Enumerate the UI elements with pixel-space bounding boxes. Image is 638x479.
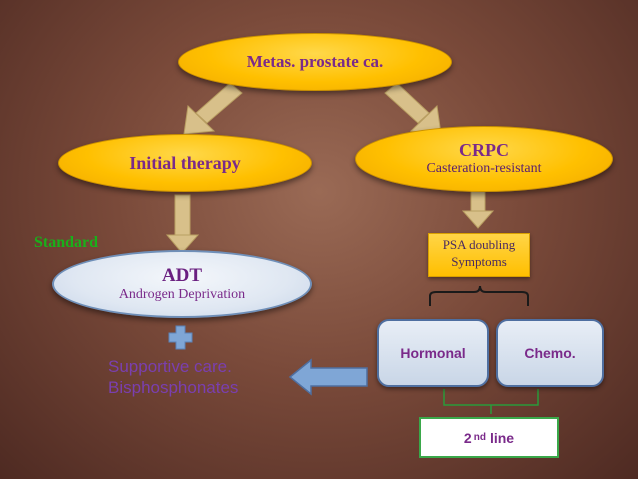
node-crpc-sub: Casteration-resistant	[426, 160, 542, 176]
node-adt: ADT Androgen Deprivation	[52, 250, 312, 318]
brace-icon	[429, 285, 529, 306]
node-second-line: 2 nd line	[419, 417, 559, 458]
supportive-care-text: Supportive care. Bisphosphonates	[108, 356, 238, 398]
plus-icon	[168, 325, 193, 350]
second-line-number: 2	[463, 429, 472, 446]
node-metastatic-prostate-cancer: Metas. prostate ca.	[178, 33, 452, 91]
psa-box: PSA doubling Symptoms	[428, 233, 530, 277]
arrow-top-to-initial	[183, 82, 243, 135]
arrow-initial-to-adt	[165, 194, 200, 254]
second-line-suffix: nd	[473, 432, 486, 443]
supportive-line2: Bisphosphonates	[108, 378, 239, 397]
node-hormonal-label: Hormonal	[400, 345, 466, 361]
node-top-label: Metas. prostate ca.	[246, 52, 384, 72]
second-line-word: line	[489, 429, 515, 446]
node-adt-label: ADT	[161, 264, 203, 286]
arrow-to-supportive	[288, 358, 368, 396]
arrow-top-to-crpc	[384, 82, 442, 135]
arrow-crpc-to-psa	[461, 190, 495, 229]
node-crpc-label: CRPC	[459, 140, 509, 161]
standard-label: Standard	[34, 234, 99, 251]
bracket-to-second-line	[443, 389, 539, 414]
node-initial-therapy: Initial therapy	[58, 134, 312, 192]
node-crpc: CRPC Casteration-resistant	[355, 126, 613, 192]
node-chemo-label: Chemo.	[524, 345, 576, 361]
node-adt-sub: Androgen Deprivation	[118, 286, 246, 302]
supportive-line1: Supportive care.	[108, 357, 232, 376]
node-chemo: Chemo.	[496, 319, 604, 387]
node-initial-label: Initial therapy	[129, 152, 241, 173]
psa-line1: PSA doubling	[442, 237, 516, 252]
node-hormonal: Hormonal	[377, 319, 489, 387]
psa-line2: Symptoms	[451, 254, 507, 269]
